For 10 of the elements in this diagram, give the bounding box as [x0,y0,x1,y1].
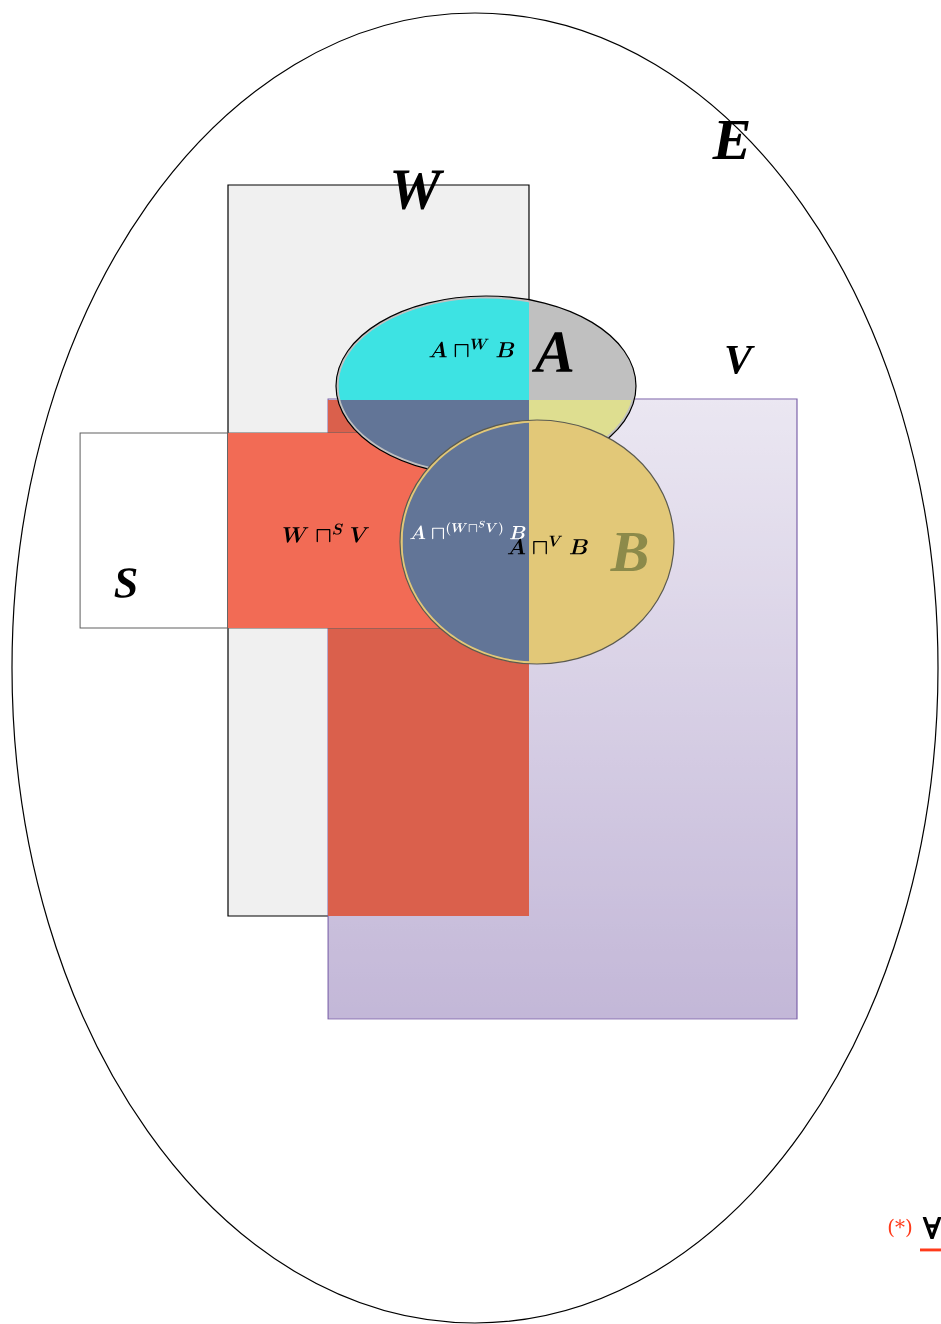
set-label: A [531,332,573,372]
region-label: $W\sqcap^{S} V$ [283,523,370,543]
set-label: B [610,532,648,572]
note-mark: (*) [888,1218,912,1238]
set-label: W [393,170,445,210]
symbol-label: ∀ [922,1217,941,1239]
set-label: V [726,345,755,375]
set-label: E [712,121,749,159]
set-label: S [114,568,137,598]
region-label: $A \sqcap^{W} B$ [429,338,515,358]
